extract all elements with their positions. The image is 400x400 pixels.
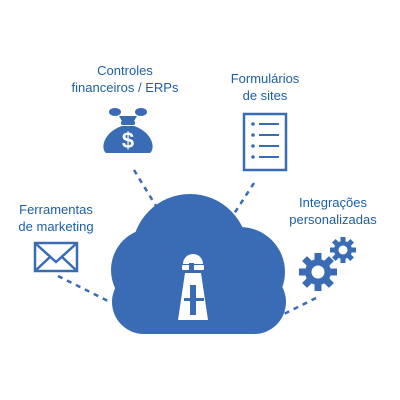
svg-text:$: $ [122,128,134,153]
label-marketing: Ferramentas de marketing [0,201,112,235]
label-formularios-line1: Formulários [230,71,300,86]
form-document-icon [242,112,288,172]
envelope-icon [33,241,79,273]
cloud-icon [111,194,286,334]
label-integracoes-line1: Integrações [299,195,367,210]
label-integracoes: Integrações personalizadas [268,194,398,228]
connector-formularios [228,182,256,221]
money-bag-icon: $ [103,108,153,153]
lighthouse-icon [178,254,208,320]
connector-lines [57,169,317,316]
label-financeiro-line1: Controles [97,63,153,78]
label-financeiro: Controles financeiros / ERPs [60,62,190,96]
label-marketing-line1: Ferramentas [19,202,93,217]
label-formularios-line2: de sites [242,88,288,103]
label-integracoes-line2: personalizadas [289,212,377,227]
connector-marketing [57,274,111,304]
gears-icon [299,237,356,291]
label-formularios: Formulários de sites [205,70,325,104]
label-financeiro-line2: financeiros / ERPs [71,80,179,95]
connector-financeiro [132,169,158,207]
connector-integracoes [283,296,317,316]
label-marketing-line2: de marketing [18,219,94,234]
